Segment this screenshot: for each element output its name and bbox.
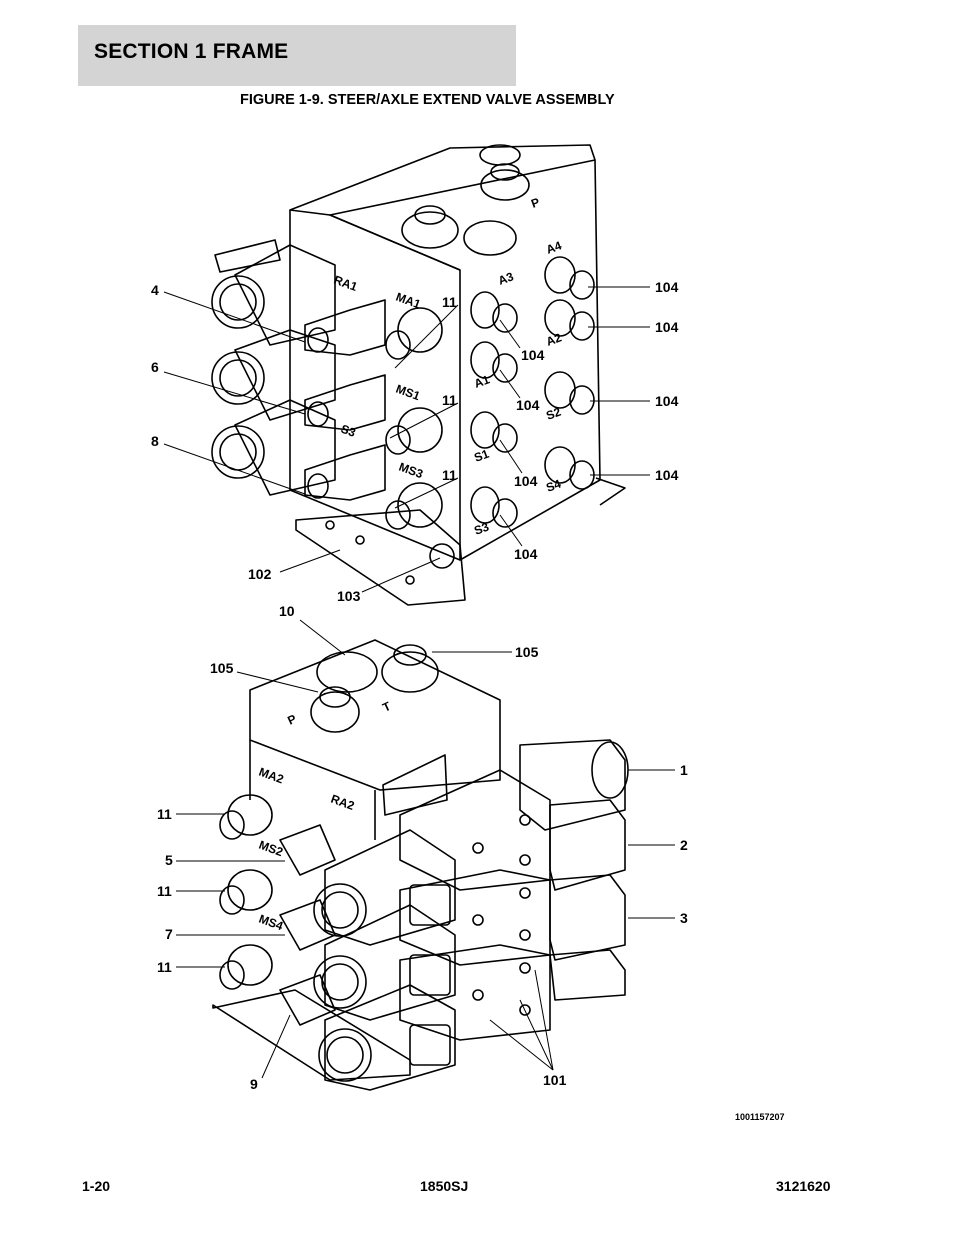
callout-104: 104 [516, 397, 540, 413]
callout-7: 7 [165, 926, 173, 942]
callout-104: 104 [655, 279, 679, 295]
callout-11: 11 [442, 467, 457, 483]
section-header-band [78, 25, 516, 86]
svg-text:S3: S3 [472, 520, 491, 538]
top-valve-view: RA1 MA1 MS1 MS3 S3 A3 A4 A1 A2 S1 S2 S4 … [163, 144, 650, 606]
callout-11: 11 [157, 959, 172, 975]
callout-105: 105 [515, 644, 539, 660]
svg-text:A1: A1 [472, 372, 492, 391]
svg-text:P: P [285, 712, 298, 728]
svg-text:T: T [380, 699, 393, 715]
callout-8: 8 [151, 433, 159, 449]
svg-text:RA2: RA2 [329, 792, 357, 813]
callout-102: 102 [248, 566, 272, 582]
figure-title: FIGURE 1-9. STEER/AXLE EXTEND VALVE ASSE… [240, 92, 615, 108]
callout-103: 103 [337, 588, 361, 604]
callout-104: 104 [655, 393, 679, 409]
callout-10: 10 [279, 603, 295, 619]
callout-1: 1 [680, 762, 688, 778]
svg-text:MA2: MA2 [257, 765, 286, 787]
manual-number: 3121620 [776, 1178, 831, 1194]
callout-101: 101 [543, 1072, 567, 1088]
svg-text:MS1: MS1 [394, 382, 422, 404]
callout-2: 2 [680, 837, 688, 853]
callout-11: 11 [157, 883, 172, 899]
page-number: 1-20 [82, 1178, 111, 1194]
svg-text:S1: S1 [472, 447, 491, 465]
callout-104: 104 [655, 467, 679, 483]
svg-text:A4: A4 [544, 238, 564, 257]
bottom-valve-view: P T MA2 RA2 MS2 MS4 [176, 619, 675, 1091]
svg-text:A2: A2 [544, 330, 564, 349]
svg-text:S2: S2 [544, 405, 563, 423]
callout-104: 104 [655, 319, 679, 335]
model-number: 1850SJ [420, 1178, 469, 1194]
svg-text:RA1: RA1 [332, 273, 360, 294]
callout-11: 11 [157, 806, 172, 822]
svg-text:P: P [529, 195, 541, 211]
callout-104: 104 [514, 546, 538, 562]
callout-9: 9 [250, 1076, 258, 1092]
section-title: SECTION 1 FRAME [94, 40, 289, 63]
svg-text:S4: S4 [544, 477, 563, 495]
callout-6: 6 [151, 359, 159, 375]
callout-104: 104 [521, 347, 545, 363]
svg-text:S3: S3 [339, 422, 358, 440]
svg-text:MS3: MS3 [397, 460, 425, 482]
svg-text:A3: A3 [496, 269, 516, 288]
svg-text:MA1: MA1 [394, 290, 423, 312]
callout-4: 4 [151, 282, 159, 298]
callout-3: 3 [680, 910, 688, 926]
callout-11: 11 [442, 392, 457, 408]
callout-105: 105 [210, 660, 234, 676]
callout-5: 5 [165, 852, 173, 868]
drawing-number: 1001157207 [735, 1112, 785, 1122]
callout-104: 104 [514, 473, 538, 489]
callout-11: 11 [442, 294, 457, 310]
